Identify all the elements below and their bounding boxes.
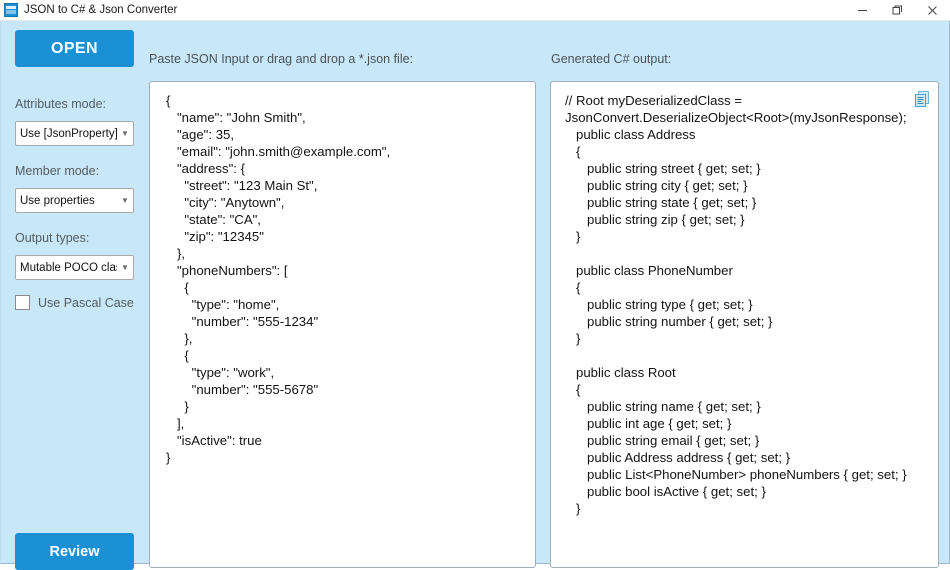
- chevron-down-icon: ▼: [121, 195, 129, 205]
- window-title-bar: JSON to C# & Json Converter: [0, 0, 950, 21]
- close-icon[interactable]: [915, 0, 950, 21]
- member-mode-select[interactable]: Use properties ▼: [15, 188, 134, 213]
- app-body: OPEN Attributes mode: Use [JsonProperty]…: [0, 21, 950, 570]
- csharp-output-textarea[interactable]: // Root myDeserializedClass = JsonConver…: [550, 81, 939, 568]
- minimize-icon[interactable]: [845, 0, 880, 21]
- chevron-down-icon: ▼: [121, 262, 129, 272]
- attributes-mode-select[interactable]: Use [JsonProperty] ▼: [15, 121, 134, 146]
- use-pascal-case-checkbox[interactable]: Use Pascal Case: [15, 295, 134, 310]
- review-button[interactable]: Review: [15, 533, 134, 570]
- sidebar: OPEN Attributes mode: Use [JsonProperty]…: [1, 21, 148, 570]
- window-controls: [845, 0, 950, 21]
- input-panel-label: Paste JSON Input or drag and drop a *.js…: [149, 52, 414, 66]
- maximize-icon[interactable]: [880, 0, 915, 21]
- json-input-textarea[interactable]: { "name": "John Smith", "age": 35, "emai…: [149, 81, 536, 568]
- output-types-value: Mutable POCO clas: [20, 261, 117, 274]
- open-button[interactable]: OPEN: [15, 30, 134, 67]
- csharp-output-content[interactable]: // Root myDeserializedClass = JsonConver…: [565, 93, 907, 516]
- output-types-label: Output types:: [15, 231, 90, 245]
- member-mode-label: Member mode:: [15, 164, 100, 178]
- checkbox-box-icon: [15, 295, 30, 310]
- chevron-down-icon: ▼: [121, 128, 129, 138]
- attributes-mode-label: Attributes mode:: [15, 97, 107, 111]
- attributes-mode-value: Use [JsonProperty]: [20, 127, 117, 140]
- output-panel-label: Generated C# output:: [551, 52, 672, 66]
- copy-icon[interactable]: [913, 90, 931, 108]
- output-types-select[interactable]: Mutable POCO clas ▼: [15, 255, 134, 280]
- app-window-icon: [4, 3, 18, 17]
- use-pascal-case-label: Use Pascal Case: [38, 295, 134, 310]
- window-title: JSON to C# & Json Converter: [24, 3, 178, 16]
- member-mode-value: Use properties: [20, 194, 95, 207]
- json-input-content[interactable]: { "name": "John Smith", "age": 35, "emai…: [166, 93, 391, 465]
